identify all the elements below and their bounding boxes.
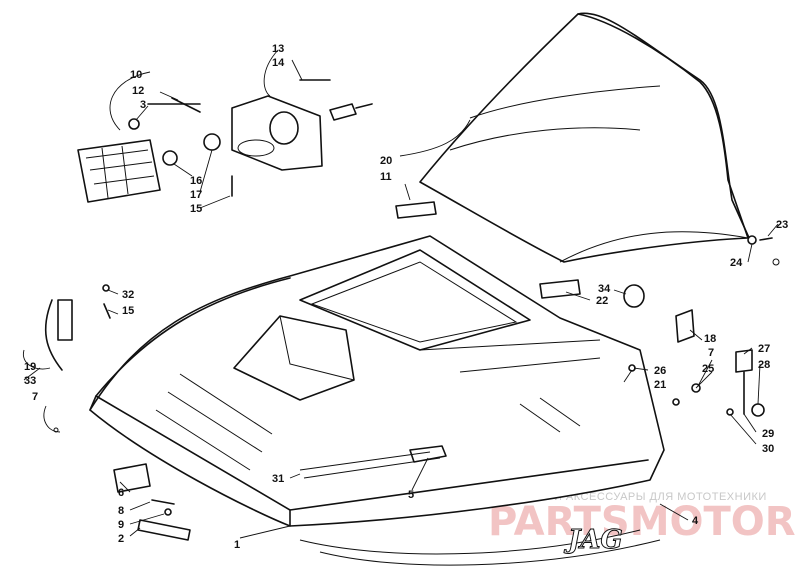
windshield: [419, 12, 751, 263]
headlight-bulb: [162, 150, 178, 166]
hood-scoop: [233, 315, 355, 401]
headlight-housing: [77, 139, 161, 203]
part-label: 32: [122, 289, 134, 301]
part-19-cable: [44, 299, 63, 371]
part-18-plate: [675, 309, 695, 343]
part-22-pad: [539, 279, 581, 299]
part-label: 26: [654, 365, 666, 377]
part-11-pad: [395, 201, 437, 219]
watermark-brand: PARTSMOTOR.RU: [488, 499, 800, 545]
part-label: 18: [704, 333, 716, 345]
part-9-nut: [164, 508, 172, 516]
part-label: 5: [408, 489, 414, 501]
part-8-screw: [151, 499, 175, 505]
part-label: 7: [708, 347, 714, 359]
part-label: 30: [762, 443, 774, 455]
hood: [89, 235, 665, 527]
part-label: 1: [234, 539, 240, 551]
part-label: 25: [702, 363, 714, 375]
part-label: 16: [190, 175, 202, 187]
part-label: 2: [118, 533, 124, 545]
leader-lines: [22, 49, 779, 539]
hood-bumper-pad: [409, 445, 447, 463]
small-parts: [44, 201, 780, 541]
part-label: 34: [598, 283, 611, 295]
part-label: 31: [272, 473, 284, 485]
hood-decal: JAG: [299, 525, 661, 566]
part-2-decal: [137, 519, 191, 541]
part-label: 8: [118, 505, 124, 517]
part-label: 14: [272, 57, 285, 69]
part-label: 29: [762, 428, 774, 440]
part-label: 24: [730, 257, 743, 269]
part-label: 27: [758, 343, 770, 355]
part-label: 3: [140, 99, 146, 111]
hood-vent-top: [299, 249, 531, 351]
part-label: 22: [596, 295, 608, 307]
part-label: 15: [122, 305, 134, 317]
part-labels: 1 2 3 4 5 6 7 7 8 9 10 11 12 13 14 15 15…: [24, 43, 788, 551]
part-label: 33: [24, 375, 36, 387]
bulb-socket: [203, 133, 221, 151]
part-label: 20: [380, 155, 392, 167]
part-label: 9: [118, 519, 124, 531]
part-label: 6: [118, 487, 124, 499]
headlight-assembly: [77, 79, 373, 203]
part-label: 17: [190, 189, 202, 201]
part-label: 13: [272, 43, 284, 55]
part-34-disc: [623, 284, 645, 308]
part-label: 12: [132, 85, 144, 97]
hood-decal-text: JAG: [563, 525, 623, 555]
part-label: 19: [24, 361, 36, 373]
part-label: 28: [758, 359, 770, 371]
watermark: PARTSMOTOR.RU ЗАПЧАСТИ И АКСЕССУАРЫ ДЛЯ …: [488, 491, 800, 545]
part-label: 15: [190, 203, 202, 215]
part-label: 7: [32, 391, 38, 403]
part-label: 10: [130, 69, 142, 81]
part-27-latch: [735, 349, 753, 373]
part-label: 11: [380, 171, 392, 183]
part-label: 4: [692, 515, 699, 527]
part-label: 21: [654, 379, 666, 391]
part-label: 23: [776, 219, 788, 231]
